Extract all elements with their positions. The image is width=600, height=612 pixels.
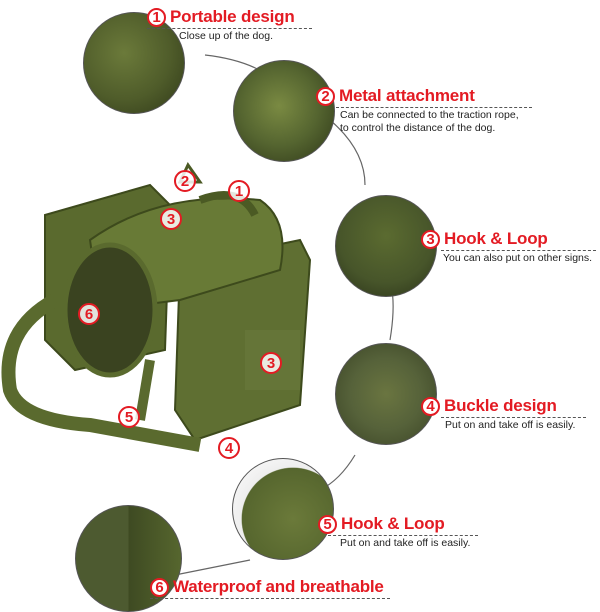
feature-title: Portable design — [170, 7, 295, 26]
feature-number-badge: 5 — [318, 514, 337, 534]
product-marker-6: 6 — [78, 303, 100, 325]
feature-title: Waterproof and breathable — [173, 577, 384, 596]
feature-description: Put on and take off is easily. — [445, 419, 576, 431]
dashed-divider — [147, 28, 312, 29]
feature-title: Hook & Loop — [341, 514, 445, 533]
dashed-divider — [150, 598, 390, 599]
feature-description: You can also put on other signs. — [443, 252, 593, 264]
feature-description: Put on and take off is easily. — [340, 537, 471, 549]
product-marker-1: 1 — [228, 180, 250, 202]
feature-number-badge: 3 — [421, 229, 440, 249]
feature-portable-design: 1 Portable design Close up of the dog. — [147, 7, 312, 43]
feature-description-line2: to control the distance of the dog. — [340, 122, 496, 134]
dog-harness-bag-illustration — [1, 162, 312, 452]
feature-waterproof-breathable: 6 Waterproof and breathable — [150, 577, 390, 599]
feature-hook-loop-signs: 3 Hook & Loop You can also put on other … — [421, 229, 596, 265]
feature-description-line1: Can be connected to the traction rope, — [340, 109, 519, 121]
feature-description: Close up of the dog. — [179, 30, 273, 42]
feature-metal-attachment: 2 Metal attachment Can be connected to t… — [316, 86, 532, 135]
product-marker-5: 5 — [118, 406, 140, 428]
dashed-divider — [441, 250, 596, 251]
feature-number-badge: 1 — [147, 7, 166, 27]
feature-hook-loop-strap: 5 Hook & Loop Put on and take off is eas… — [318, 514, 478, 550]
feature-title: Buckle design — [444, 396, 557, 415]
feature-number-badge: 6 — [150, 577, 169, 597]
feature-number-badge: 2 — [316, 86, 335, 106]
product-marker-4: 4 — [218, 437, 240, 459]
feature-number-badge: 4 — [421, 396, 440, 416]
detail-image-buckle — [335, 343, 437, 445]
product-marker-3-side: 3 — [260, 352, 282, 374]
detail-image-velcro-strap — [232, 458, 334, 560]
feature-title: Hook & Loop — [444, 229, 548, 248]
product-image — [0, 160, 320, 470]
feature-title: Metal attachment — [339, 86, 475, 105]
detail-image-handle — [83, 12, 185, 114]
dashed-divider — [328, 535, 478, 536]
dashed-divider — [441, 417, 586, 418]
product-marker-2: 2 — [174, 170, 196, 192]
feature-buckle-design: 4 Buckle design Put on and take off is e… — [421, 396, 586, 432]
detail-image-metal-ring — [233, 60, 335, 162]
dashed-divider — [336, 107, 532, 108]
product-marker-3-top: 3 — [160, 208, 182, 230]
